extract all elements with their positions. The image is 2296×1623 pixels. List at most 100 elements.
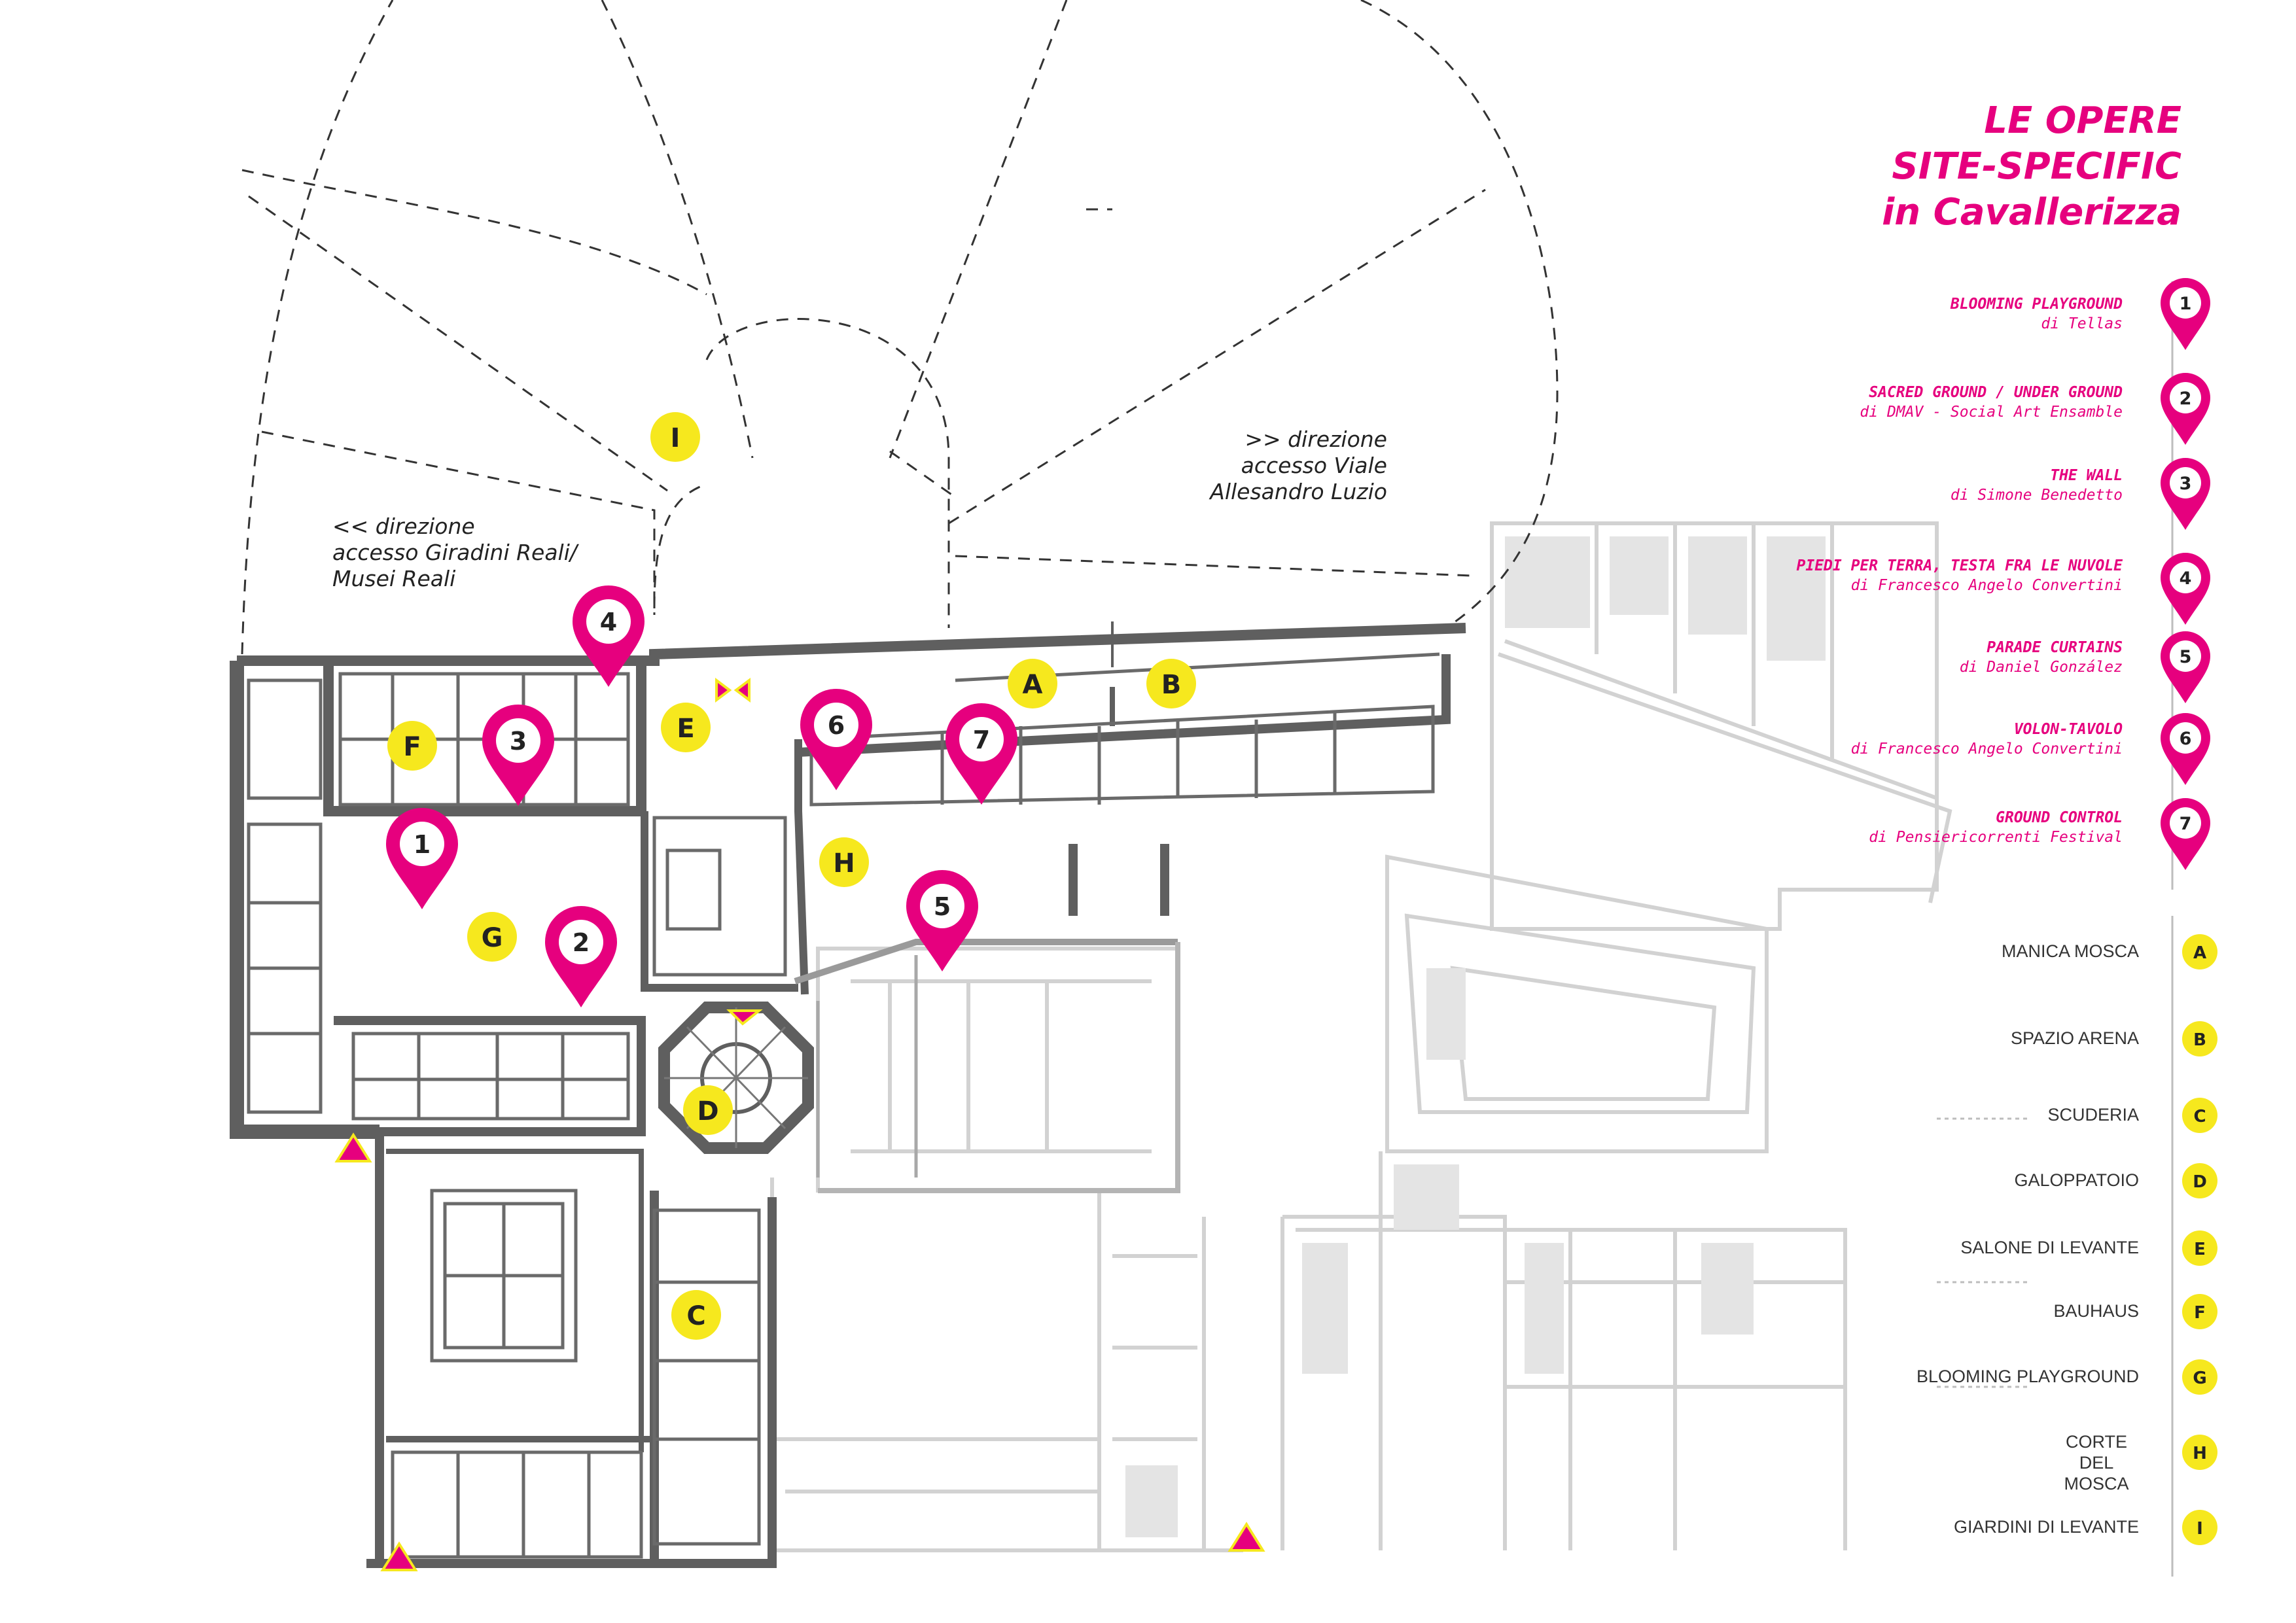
legend-place-e: SALONE DI LEVANTE [1960,1238,2139,1257]
artwork-pins: 1 2 3 4 5 [386,585,1017,1007]
legend-pin-7: 7 [2161,798,2210,870]
legend-title-line: SITE-SPECIFIC [1892,145,2181,188]
direction-east-line: Allesandro Luzio [1210,479,1387,504]
entrance-marker [733,678,751,703]
area-letter: D [697,1096,718,1126]
area-letter: A [1023,670,1043,700]
legend-place-marker-h: H [2182,1435,2217,1470]
garden-dashed-lines [241,0,1559,655]
galoppatoio-octagon [658,1002,814,1154]
artwork-pin-6[interactable]: 6 [800,688,872,790]
work-author: di Francesco Angelo Convertini [1850,577,2123,594]
legend-place-marker-g: G [2182,1359,2217,1395]
direction-east-label: >> direzione accesso Viale Allesandro Lu… [1145,427,1387,505]
area-letter: G [482,923,503,953]
work-author: di Pensiericorrenti Festival [1869,829,2123,846]
legend-work-7: GROUND CONTROL di Pensiericorrenti Festiv… [1534,808,2123,847]
legend-place-d: GALOPPATOIO [2014,1170,2139,1190]
area-letter: E [677,714,694,744]
legend-place-c: SCUDERIA [2047,1105,2139,1125]
legend-pin-number: 4 [2180,568,2192,589]
legend-place-letter: C [2193,1107,2206,1126]
legend-title-line: in Cavallerizza [1882,191,2181,234]
legend-place-letter: E [2194,1240,2206,1259]
artwork-pin-4[interactable]: 4 [573,585,645,687]
entrance-marker [1227,1522,1265,1552]
surrounding-buildings [770,521,1952,1552]
legend-place-i: GIARDINI DI LEVANTE [1953,1517,2139,1537]
legend-place-g: BLOOMING PLAYGROUND [1916,1367,2139,1386]
rooms [247,652,1440,1559]
pin-number: 4 [600,608,617,637]
artwork-pin-2[interactable]: 2 [545,905,617,1007]
work-author: di Simone Benedetto [1950,487,2123,504]
artwork-pin-5[interactable]: 5 [906,869,978,971]
work-author: di DMAV - Social Art Ensamble [1860,404,2123,421]
direction-east-line: accesso Viale [1241,453,1387,478]
pin-number: 2 [573,928,590,957]
area-letter: B [1161,670,1182,700]
artwork-pin-3[interactable]: 3 [482,704,554,806]
work-title: VOLON-TAVOLO [2013,721,2123,738]
legend-place-h: CORTE DEL MOSCA [2064,1432,2129,1493]
legend-place-marker-f: F [2182,1294,2217,1329]
legend-pin-number: 5 [2180,647,2192,667]
artwork-pin-7[interactable]: 7 [945,703,1017,805]
direction-west-label: << direzione accesso Giradini Reali/ Mus… [332,514,577,592]
entrance-marker [380,1541,418,1571]
direction-east-line: >> direzione [1245,427,1387,452]
legend-place-letter: A [2193,943,2206,963]
legend-pin-number: 6 [2180,729,2192,749]
pin-number: 1 [414,830,431,859]
legend-pin-number: 7 [2180,814,2192,834]
legend-place-marker-e: E [2182,1230,2217,1266]
area-marker-b: B [1146,659,1196,708]
entrance-marker [715,678,732,703]
legend-place-a: MANICA MOSCA [2001,941,2139,961]
area-letter: F [403,732,421,762]
pin-number: 5 [934,892,951,921]
area-letter: H [833,848,855,879]
legend-place-letter: H [2193,1444,2207,1463]
legend-place-marker-c: C [2182,1098,2217,1133]
area-marker-g: G [467,912,517,962]
legend-place-letter: F [2194,1303,2206,1323]
legend-place-letter: I [2197,1519,2203,1539]
work-author: di Daniel González [1959,659,2123,676]
legend-pin-3: 3 [2161,458,2210,530]
area-marker-c: C [671,1290,721,1340]
legend-place-markers: A B C D E F G H I [2182,934,2217,1545]
area-markers: A B C D E F G H I [387,412,1196,1340]
artwork-pin-1[interactable]: 1 [386,807,458,909]
direction-west-line: Musei Reali [332,566,456,591]
pin-number: 7 [973,725,990,754]
area-letter: C [686,1301,705,1331]
legend-pin-number: 1 [2180,294,2192,314]
entrance-marker [726,1009,763,1026]
legend-pin-5: 5 [2161,631,2210,703]
ghost-fills [1125,536,1826,1537]
legend-title: LE OPERE SITE-SPECIFIC in Cavallerizza [1882,98,2181,236]
legend-place-marker-a: A [2182,934,2217,969]
legend-place-letter: D [2193,1172,2207,1192]
entrance-marker [334,1132,372,1162]
legend-pin-4: 4 [2161,553,2210,625]
legend-place-marker-d: D [2182,1163,2217,1198]
pin-number: 6 [828,711,845,740]
area-marker-e: E [661,703,711,752]
area-marker-d: D [683,1085,733,1135]
area-marker-h: H [819,837,869,887]
work-title: PARADE CURTAINS [1987,639,2123,656]
legend-work-2: SACRED GROUND / UNDER GROUND di DMAV - So… [1534,383,2123,422]
work-title: GROUND CONTROL [1996,809,2123,826]
legend-place-letter: B [2193,1030,2206,1050]
legend-title-line: LE OPERE [1984,99,2181,142]
legend-place-marker-b: B [2182,1021,2217,1056]
work-title: SACRED GROUND / UNDER GROUND [1869,384,2123,401]
